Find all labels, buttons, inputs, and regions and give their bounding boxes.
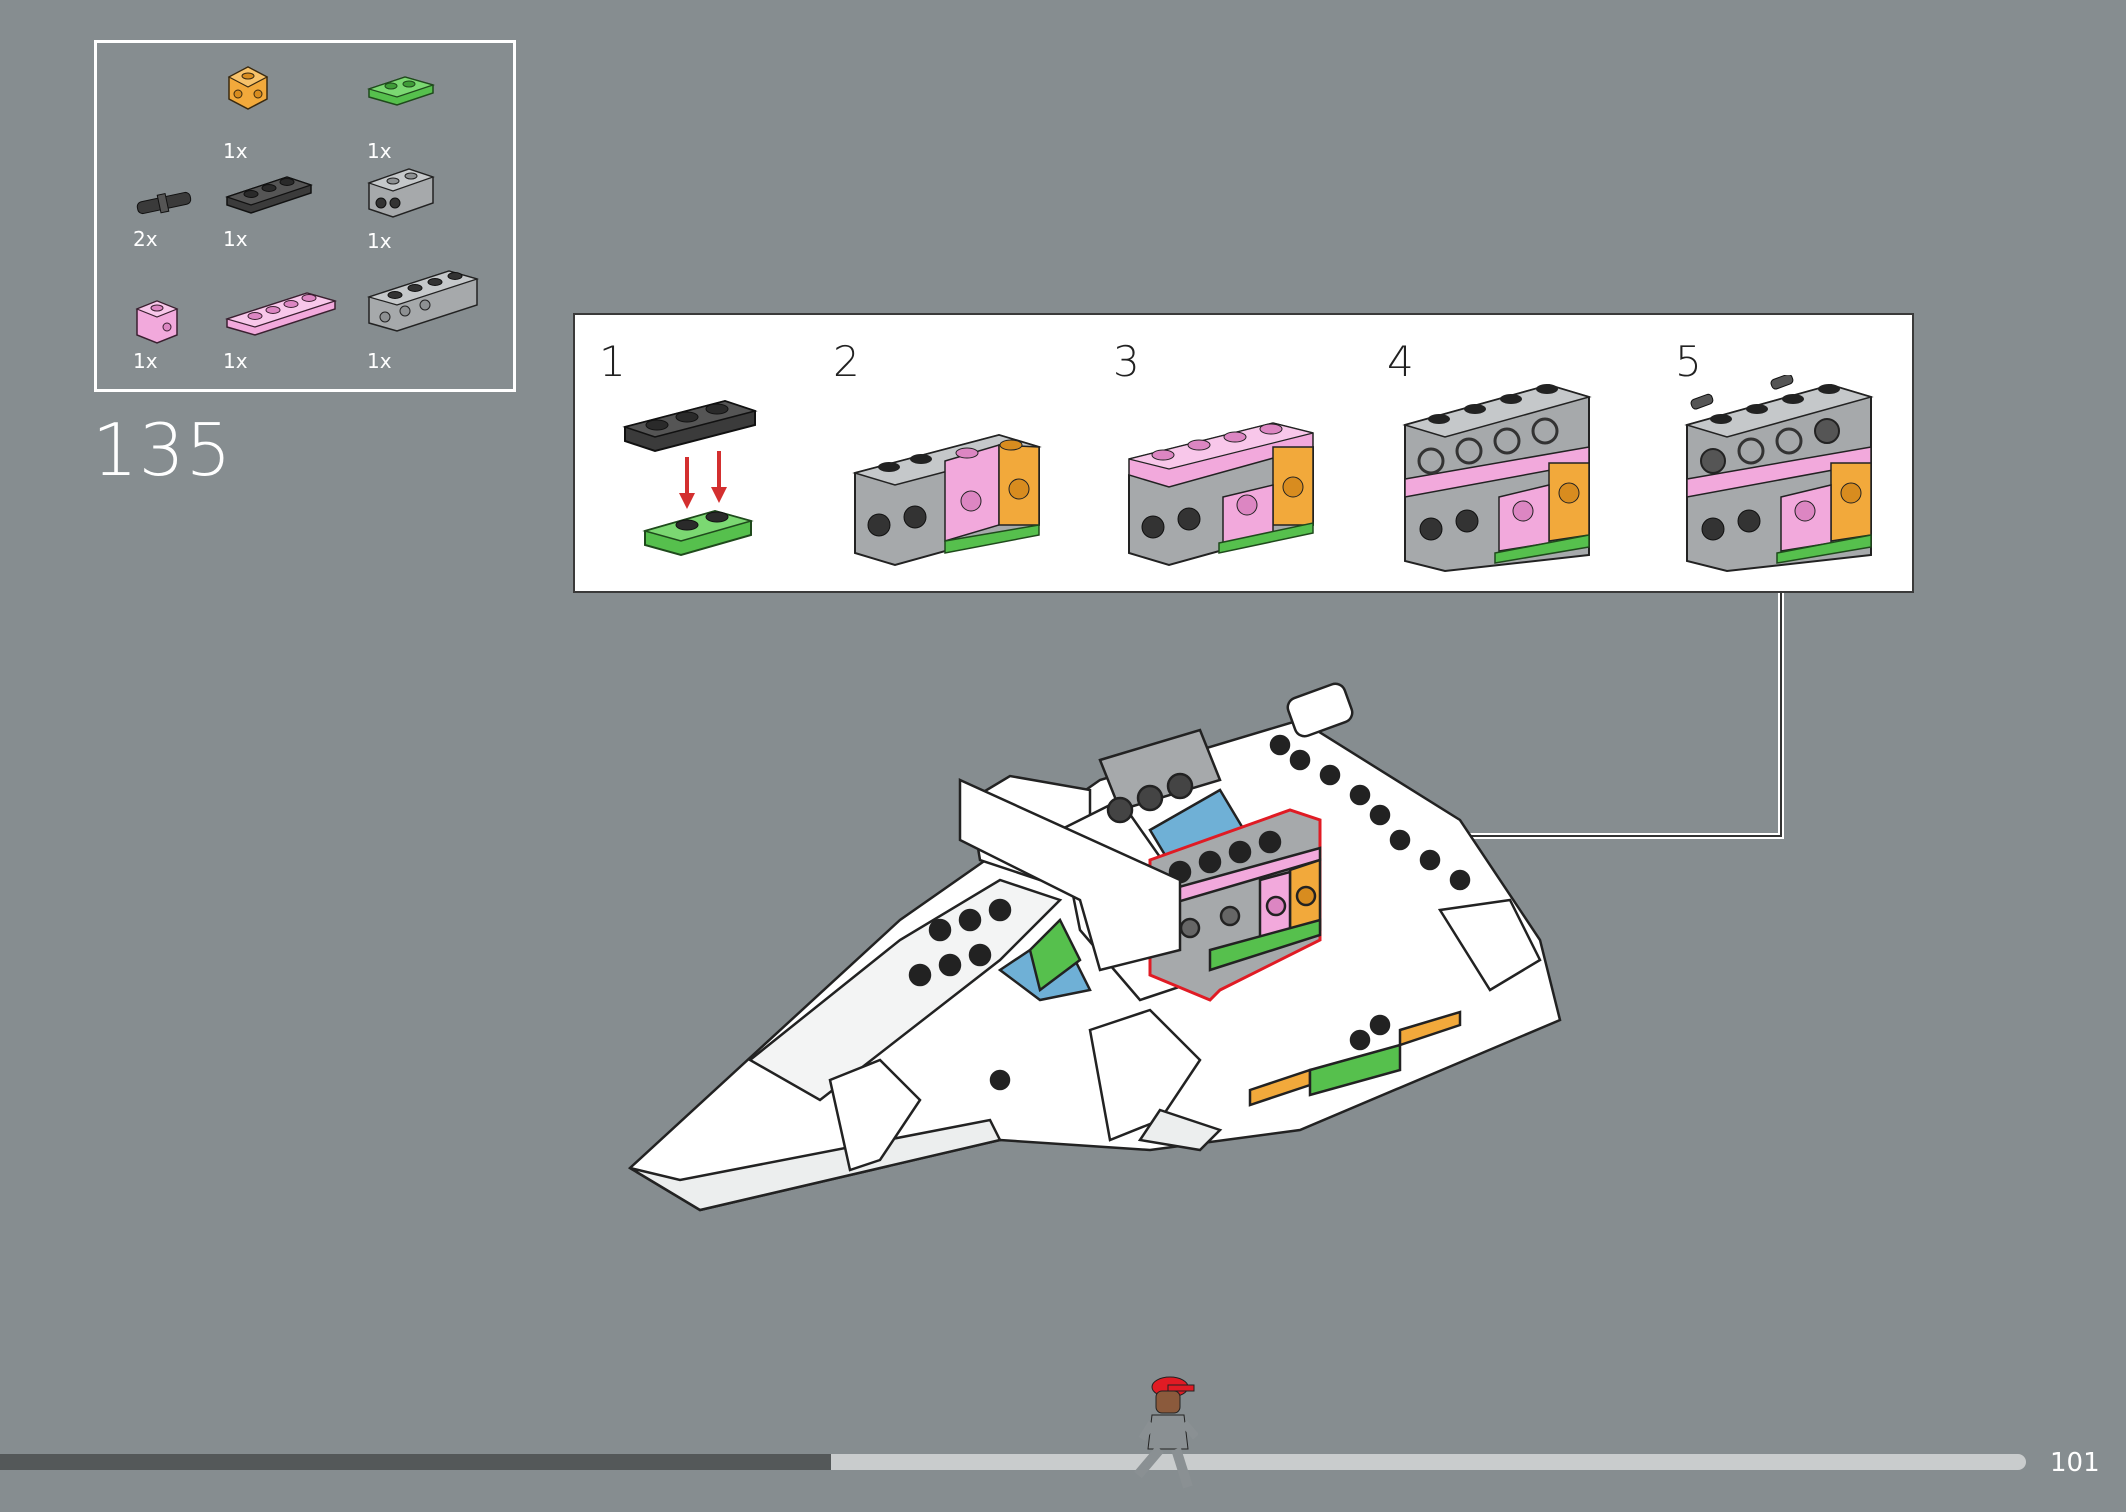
sub-step-4-illustration [1402, 383, 1592, 573]
part-qty: 1x [223, 227, 248, 251]
sub-step-number: 4 [1387, 337, 1414, 386]
part-green-plate: 1x [365, 73, 437, 163]
sub-step-2: 2 [809, 315, 1089, 591]
part-qty: 2x [133, 227, 158, 251]
sub-step-1: 1 [575, 315, 805, 591]
part-qty: 1x [367, 349, 392, 373]
gray-technic-brick-icon [367, 168, 435, 218]
sub-step-5: 5 [1651, 315, 1913, 591]
part-gray-technic-1x4: 1x [365, 265, 481, 373]
part-pink-brick: 1x [133, 295, 183, 373]
sub-step-number: 5 [1675, 337, 1702, 386]
sub-step-number: 1 [599, 337, 626, 386]
pink-plate-icon [224, 292, 338, 336]
part-orange-brick: 1x [223, 63, 273, 163]
part-gray-technic-1x2: 1x [365, 163, 437, 253]
part-qty: 1x [367, 229, 392, 253]
parts-list-box: 1x 1x 2x 1x [94, 40, 516, 392]
sub-step-number: 3 [1113, 337, 1140, 386]
black-plate-icon [225, 176, 313, 214]
orange-brick-icon [227, 66, 269, 110]
part-black-pin: 2x [133, 185, 195, 251]
black-pin-icon [136, 191, 192, 215]
progress-bar-fill [0, 1454, 831, 1470]
step-number: 135 [92, 408, 233, 492]
sub-step-1-illustration [622, 399, 758, 557]
part-qty: 1x [223, 139, 248, 163]
sub-step-2-illustration [852, 433, 1042, 567]
sub-step-3-illustration [1128, 422, 1314, 567]
sub-assembly-panel: 1 2 [573, 313, 1914, 593]
progress-bar [0, 1454, 2026, 1470]
page-number: 101 [2050, 1448, 2100, 1478]
sub-step-number: 2 [833, 337, 860, 386]
spaceship-model [627, 682, 1562, 1212]
gray-technic-long-icon [366, 270, 480, 332]
runner-minifig-icon [1134, 1376, 1198, 1489]
highlighted-subassembly [1148, 808, 1322, 1002]
sub-step-4: 4 [1363, 315, 1653, 591]
sub-step-3: 3 [1089, 315, 1365, 591]
sub-step-5-illustration [1684, 375, 1874, 573]
part-qty: 1x [367, 139, 392, 163]
pink-brick-icon [135, 300, 179, 344]
part-qty: 1x [133, 349, 158, 373]
green-plate-icon [366, 76, 436, 106]
part-qty: 1x [223, 349, 248, 373]
part-black-plate: 1x [223, 171, 315, 251]
part-pink-plate: 1x [223, 285, 339, 373]
